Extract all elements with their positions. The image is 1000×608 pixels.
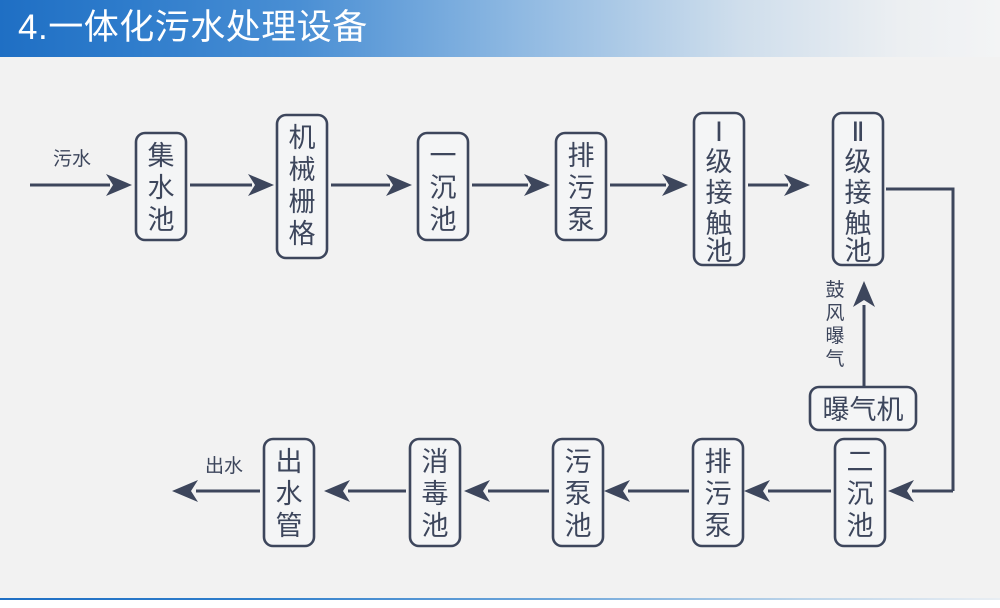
node-paiwubeng1-char-1: 污 xyxy=(568,173,595,203)
edge-connector-to-erchenchi-head xyxy=(888,480,914,502)
node-jiejiechi1-char-4: 池 xyxy=(706,236,733,266)
node-xiaoduchi-box[interactable] xyxy=(408,437,462,548)
node-paiwubeng1-box[interactable] xyxy=(554,131,608,242)
node-xiaoduchi-char-2: 池 xyxy=(422,511,449,541)
node-chushuiguan-char-0: 出 xyxy=(276,447,303,477)
node-yichenchi[interactable]: 一 沉 池 xyxy=(416,131,470,242)
node-yichenchi-box[interactable] xyxy=(416,131,470,242)
node-jiejiechi2[interactable]: Ⅱ 级 接 触 池 xyxy=(831,111,885,267)
node-xiaoduchi-char-0: 消 xyxy=(422,447,449,477)
node-jiejiechi2-char-1: 级 xyxy=(845,147,872,177)
node-wubengchi-box[interactable] xyxy=(551,437,605,548)
node-jiejiechi2-char-3: 触 xyxy=(845,209,872,239)
edge-wubengchi-xiaoduchi-head xyxy=(464,480,490,502)
node-jiejiechi2-char-4: 池 xyxy=(845,236,872,266)
footer-whitespace xyxy=(0,600,1000,608)
node-jishuichi-char-0: 集 xyxy=(148,141,175,171)
node-chushuiguan-box[interactable] xyxy=(262,437,316,548)
node-jishuichi[interactable]: 集 水 池 xyxy=(134,131,188,242)
node-yichenchi-char-1: 沉 xyxy=(430,173,457,203)
node-erchenchi-char-0: 二 xyxy=(847,447,874,477)
outlet-label: 出水 xyxy=(205,455,243,477)
node-paiwubeng2-char-1: 污 xyxy=(705,479,732,509)
aeration-label-char-1: 风 xyxy=(825,303,844,324)
node-erchenchi[interactable]: 二 沉 池 xyxy=(833,437,887,548)
node-jiejiechi1-char-0: Ⅰ xyxy=(715,117,723,147)
node-paiwubeng2-char-0: 排 xyxy=(705,447,732,477)
node-jishuichi-char-2: 池 xyxy=(148,205,175,235)
aeration-arrow-head xyxy=(853,281,875,307)
node-erchenchi-box[interactable] xyxy=(833,437,887,548)
outlet-arrow-head xyxy=(172,480,198,502)
diagram-canvas: 污水 集 水 池 机 械 栅 格 xyxy=(0,57,1000,598)
page-title: 4.一体化污水处理设备 xyxy=(18,8,368,47)
process-flow-diagram: 污水 集 水 池 机 械 栅 格 xyxy=(30,111,955,548)
node-xiaoduchi[interactable]: 消 毒 池 xyxy=(408,437,462,548)
node-jiejiechi1-box[interactable] xyxy=(692,111,746,267)
node-jiejiechi2-char-0: Ⅱ xyxy=(851,117,864,147)
node-wubengchi-char-0: 污 xyxy=(565,447,592,477)
node-jixieshange[interactable]: 机 械 栅 格 xyxy=(275,113,329,260)
node-jixieshange-char-1: 械 xyxy=(289,155,316,185)
aeration-label-char-3: 气 xyxy=(825,348,844,370)
inlet-label: 污水 xyxy=(53,148,91,170)
node-paiwubeng2[interactable]: 排 污 泵 xyxy=(691,437,745,548)
node-paiwubeng1-char-0: 排 xyxy=(568,141,595,171)
aeration-branch: 鼓 风 曝 气 xyxy=(825,279,875,387)
node-wubengchi-char-1: 泵 xyxy=(565,479,592,509)
node-paiwubeng1-char-2: 泵 xyxy=(568,205,595,235)
footer-accent-rule xyxy=(0,598,1000,600)
node-paiwubeng2-char-2: 泵 xyxy=(705,511,732,541)
edge-row1-to-row2-connector xyxy=(886,187,955,491)
edge-xiaoduchi-chushuiguan-head xyxy=(324,480,350,502)
node-jixieshange-char-0: 机 xyxy=(289,123,316,153)
node-chushuiguan-char-1: 水 xyxy=(276,479,303,509)
node-jiejiechi1[interactable]: Ⅰ 级 接 触 池 xyxy=(692,111,746,267)
node-yichenchi-char-0: 一 xyxy=(430,141,457,171)
node-jiejiechi2-char-2: 接 xyxy=(845,178,872,208)
node-jiejiechi1-char-1: 级 xyxy=(706,147,733,177)
aeration-label-char-0: 鼓 xyxy=(825,279,844,301)
node-jixieshange-box[interactable] xyxy=(275,113,329,260)
node-chushuiguan[interactable]: 出 水 管 xyxy=(262,437,316,548)
node-yichenchi-char-2: 池 xyxy=(430,205,457,235)
node-baoqiji-label: 曝气机 xyxy=(823,395,904,425)
node-paiwubeng2-box[interactable] xyxy=(691,437,745,548)
node-xiaoduchi-char-1: 毒 xyxy=(422,479,449,509)
edge-paiwubeng2-wubengchi-head xyxy=(604,480,630,502)
node-jiejiechi1-char-3: 触 xyxy=(706,209,733,239)
node-jiejiechi2-box[interactable] xyxy=(831,111,885,267)
node-wubengchi-char-2: 池 xyxy=(565,511,592,541)
slide-header-banner: 4.一体化污水处理设备 xyxy=(0,0,1000,57)
node-wubengchi[interactable]: 污 泵 池 xyxy=(551,437,605,548)
aeration-label-char-2: 曝 xyxy=(825,326,844,347)
node-baoqiji-box[interactable] xyxy=(808,385,918,432)
node-erchenchi-char-1: 沉 xyxy=(847,479,874,509)
node-chushuiguan-char-2: 管 xyxy=(276,511,303,541)
node-jixieshange-char-3: 格 xyxy=(289,219,316,249)
node-jishuichi-box[interactable] xyxy=(134,131,188,242)
node-jixieshange-char-2: 栅 xyxy=(289,187,316,217)
node-baoqiji[interactable]: 曝气机 xyxy=(808,385,918,432)
node-jiejiechi1-char-2: 接 xyxy=(706,178,733,208)
node-paiwubeng1[interactable]: 排 污 泵 xyxy=(554,131,608,242)
edge-erchenchi-paiwubeng2-head xyxy=(744,480,770,502)
node-jishuichi-char-1: 水 xyxy=(148,173,175,203)
node-erchenchi-char-2: 池 xyxy=(847,511,874,541)
